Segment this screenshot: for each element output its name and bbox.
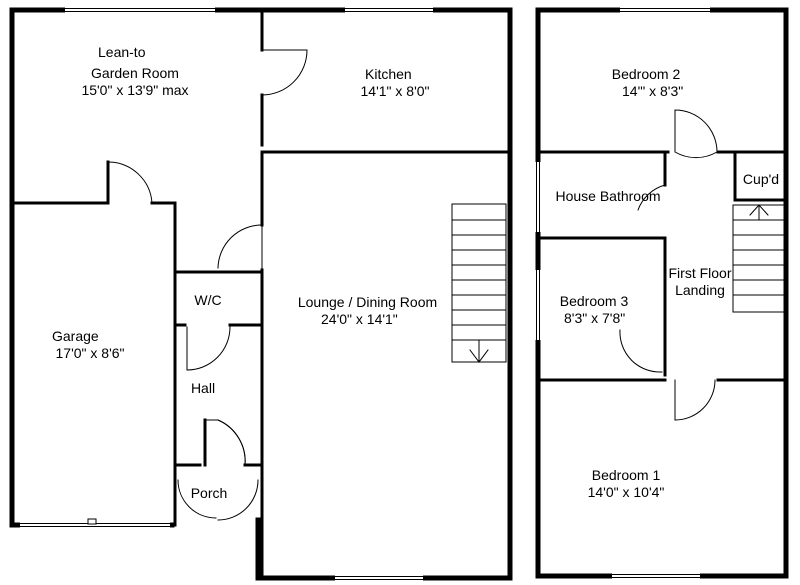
wc-name: W/C: [194, 292, 222, 308]
room-label-bedroom1: Bedroom 1 14'0" x 10'4": [574, 467, 678, 501]
room-label-lounge: Lounge / Dining Room 24'0" x 14'1": [290, 294, 445, 328]
room-label-kitchen: Kitchen 14'1" x 8'0": [330, 66, 460, 100]
cupboard-name: Cup'd: [742, 171, 780, 187]
garage-name: Garage: [52, 328, 99, 344]
room-label-landing: First Floor Landing: [664, 265, 736, 299]
first-floor-stairs: [732, 204, 787, 313]
lounge-name: Lounge / Dining Room: [297, 294, 438, 310]
bathroom-name: House Bathroom: [555, 188, 661, 204]
garage-size: 17'0" x 8'6": [55, 345, 125, 361]
first-floor: [535, 7, 789, 579]
bedroom2-size: 14'" x 8'3": [622, 83, 684, 99]
hall-name: Hall: [190, 380, 216, 396]
lounge-size: 24'0" x 14'1": [321, 311, 398, 327]
first-floor-windows: [535, 7, 711, 579]
room-label-porch: Porch: [184, 485, 234, 502]
landing-name-line2: Landing: [675, 282, 725, 298]
bedroom3-size: 8'3" x 7'8": [564, 310, 626, 326]
landing-name-line1: First Floor: [668, 265, 732, 281]
ground-floor-doors: [107, 49, 308, 521]
room-label-hall: Hall: [186, 380, 220, 397]
room-label-bedroom2: Bedroom 2 14'" x 8'3": [596, 66, 696, 100]
first-floor-doors: [619, 109, 718, 421]
bedroom2-name: Bedroom 2: [611, 66, 681, 82]
garden-room-name-line1: Lean-to: [98, 44, 146, 60]
ground-floor: [9, 7, 513, 581]
room-label-bedroom3: Bedroom 3 8'3" x 7'8": [550, 293, 638, 327]
bedroom1-size: 14'0" x 10'4": [587, 484, 665, 500]
garden-room-size: 15'0" x 13'9" max: [81, 82, 189, 98]
porch-name: Porch: [190, 485, 228, 501]
bedroom1-name: Bedroom 1: [591, 467, 661, 483]
ground-floor-windows: [19, 7, 434, 581]
garden-room-name-line2: Garden Room: [91, 65, 179, 81]
room-label-garden-room: Lean-to Garden Room 15'0" x 13'9" max: [70, 44, 200, 99]
room-label-garage: Garage 17'0" x 8'6": [30, 328, 150, 362]
room-label-bathroom: House Bathroom: [548, 188, 668, 205]
kitchen-name: Kitchen: [365, 66, 412, 82]
ground-floor-stairs: [451, 203, 507, 363]
kitchen-size: 14'1" x 8'0": [360, 83, 430, 99]
first-floor-inner-walls: [536, 150, 788, 382]
bedroom3-name: Bedroom 3: [559, 293, 629, 309]
room-label-wc: W/C: [188, 292, 228, 309]
room-label-cupboard: Cup'd: [738, 171, 784, 188]
